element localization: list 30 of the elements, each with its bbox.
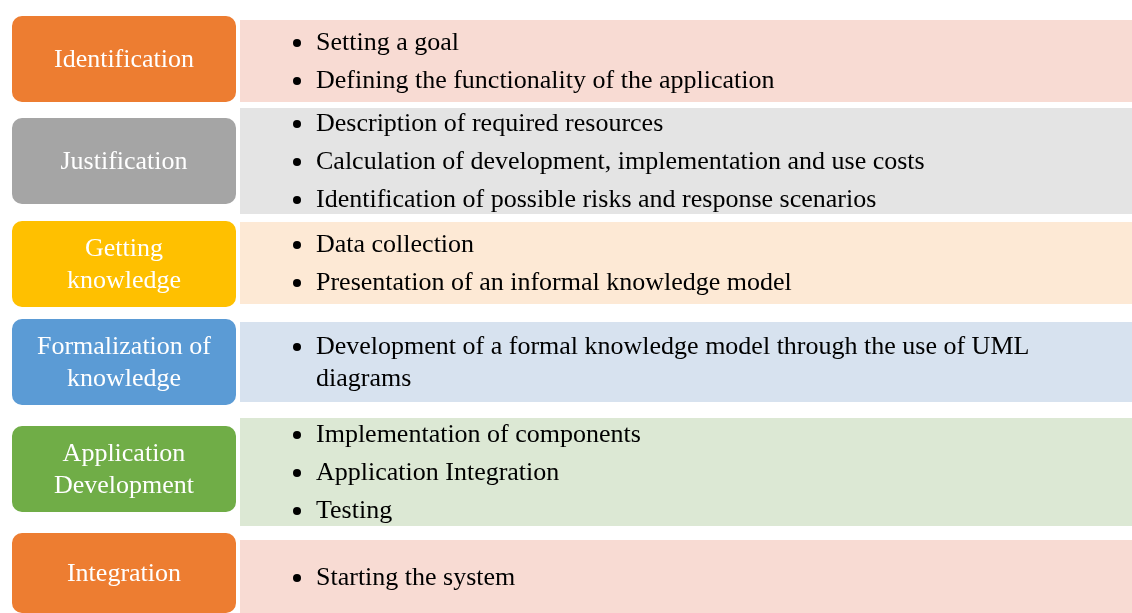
stage-label: Integration xyxy=(66,557,182,589)
bullet-text: Testing xyxy=(316,495,393,524)
stage-label: Justification xyxy=(60,145,188,177)
stage-box xyxy=(10,424,238,514)
description-panel xyxy=(240,540,1132,613)
stage-box xyxy=(10,531,238,613)
bullet-text: Starting the system xyxy=(316,561,516,591)
description-panel xyxy=(240,322,1132,402)
stage-box xyxy=(10,14,238,104)
bullet-text: Data collection xyxy=(316,229,475,258)
stage-box xyxy=(10,219,238,309)
stage-label: Application Development xyxy=(52,437,196,501)
bullet-text: Presentation of an informal knowledge model xyxy=(316,267,792,296)
stage-label: Formalization of knowledge xyxy=(36,330,212,394)
description-panel xyxy=(240,418,1132,526)
stage-box xyxy=(10,317,238,407)
description-panel xyxy=(240,108,1132,214)
stage-box xyxy=(10,116,238,206)
bullet-text: Defining the functionality of the application xyxy=(316,65,775,94)
bullet-text: Implementation of components xyxy=(316,419,641,448)
description-panel xyxy=(240,20,1132,102)
bullet-text: Setting a goal xyxy=(316,27,459,56)
bullet-text: Development of a formal knowledge model through the use of UML diagrams xyxy=(316,331,1029,392)
stage-label: Getting knowledge xyxy=(65,232,183,296)
description-panel xyxy=(240,222,1132,304)
bullet-text: Calculation of development, implementation and use costs xyxy=(316,146,925,175)
bullet-text: Description of required resources xyxy=(316,108,664,137)
bullet-text: Identification of possible risks and response scenarios xyxy=(316,184,877,213)
stage-label: Identification xyxy=(53,43,195,75)
bullet-text: Application Integration xyxy=(316,457,560,486)
